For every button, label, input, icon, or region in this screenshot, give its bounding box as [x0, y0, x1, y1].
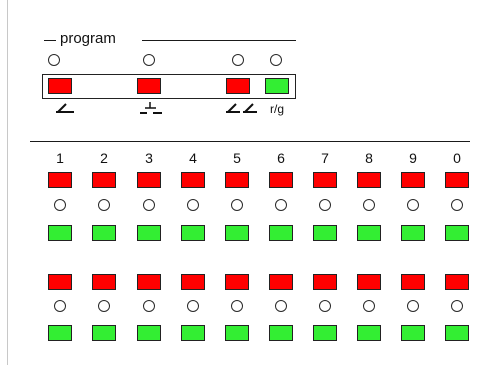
bank2-red-button-0[interactable] [445, 274, 469, 290]
bank1-led-4 [187, 199, 199, 211]
bank1-led-2 [98, 199, 110, 211]
bank2-red-button-7[interactable] [313, 274, 337, 290]
bank1-red-button-3[interactable] [137, 172, 161, 188]
program-group-line-left [44, 40, 56, 41]
bank2-green-button-6[interactable] [269, 325, 293, 341]
bank2-red-button-9[interactable] [401, 274, 425, 290]
bank1-green-button-6[interactable] [269, 225, 293, 241]
bank1-red-button-7[interactable] [313, 172, 337, 188]
bank1-led-7 [319, 199, 331, 211]
program-led-2 [143, 54, 155, 66]
column-number-4: 4 [189, 150, 197, 166]
bank2-led-2 [98, 300, 110, 312]
program-button-double-turnout[interactable] [226, 78, 250, 94]
bank1-green-button-3[interactable] [137, 225, 161, 241]
left-border [7, 0, 8, 365]
bank1-red-button-9[interactable] [401, 172, 425, 188]
crossing-icon [140, 102, 162, 114]
bank1-green-button-0[interactable] [445, 225, 469, 241]
column-number-1: 1 [56, 150, 64, 166]
bank2-led-3 [143, 300, 155, 312]
bank1-green-button-5[interactable] [225, 225, 249, 241]
bank2-green-button-8[interactable] [357, 325, 381, 341]
double-turnout-icon [226, 103, 257, 113]
bank1-led-3 [143, 199, 155, 211]
bank1-green-button-9[interactable] [401, 225, 425, 241]
bank2-red-button-2[interactable] [92, 274, 116, 290]
column-number-3: 3 [145, 150, 153, 166]
bank2-red-button-1[interactable] [48, 274, 72, 290]
bank1-red-button-6[interactable] [269, 172, 293, 188]
bank1-led-5 [231, 199, 243, 211]
bank1-red-button-8[interactable] [357, 172, 381, 188]
bank2-green-button-2[interactable] [92, 325, 116, 341]
bank2-led-5 [231, 300, 243, 312]
program-led-1 [48, 54, 60, 66]
bank1-led-0 [451, 199, 463, 211]
bank2-green-button-9[interactable] [401, 325, 425, 341]
bank2-green-button-5[interactable] [225, 325, 249, 341]
bank2-led-7 [319, 300, 331, 312]
bank2-led-8 [363, 300, 375, 312]
program-button-frame [42, 74, 296, 99]
bank1-green-button-7[interactable] [313, 225, 337, 241]
bank1-red-button-5[interactable] [225, 172, 249, 188]
bank2-green-button-0[interactable] [445, 325, 469, 341]
bank2-green-button-7[interactable] [313, 325, 337, 341]
bank1-led-1 [54, 199, 66, 211]
bank1-red-button-4[interactable] [181, 172, 205, 188]
bank1-red-button-1[interactable] [48, 172, 72, 188]
bank2-led-6 [275, 300, 287, 312]
bank1-red-button-0[interactable] [445, 172, 469, 188]
bank2-led-9 [407, 300, 419, 312]
column-number-5: 5 [233, 150, 241, 166]
bank1-red-button-2[interactable] [92, 172, 116, 188]
bank2-led-0 [451, 300, 463, 312]
bank1-green-button-2[interactable] [92, 225, 116, 241]
program-led-3 [232, 54, 244, 66]
column-number-9: 9 [409, 150, 417, 166]
bank2-green-button-1[interactable] [48, 325, 72, 341]
bank2-led-1 [54, 300, 66, 312]
bank2-red-button-3[interactable] [137, 274, 161, 290]
program-led-4 [270, 54, 282, 66]
bank1-green-button-1[interactable] [48, 225, 72, 241]
column-number-8: 8 [365, 150, 373, 166]
program-button-rg[interactable] [265, 78, 289, 94]
bank1-led-8 [363, 199, 375, 211]
column-number-2: 2 [100, 150, 108, 166]
bank1-green-button-4[interactable] [181, 225, 205, 241]
single-turnout-icon [56, 103, 74, 113]
column-number-7: 7 [321, 150, 329, 166]
column-number-0: 0 [453, 150, 461, 166]
bank1-led-6 [275, 199, 287, 211]
bank2-red-button-8[interactable] [357, 274, 381, 290]
column-number-6: 6 [277, 150, 285, 166]
rg-label: r/g [270, 102, 285, 116]
bank2-red-button-4[interactable] [181, 274, 205, 290]
bank2-green-button-4[interactable] [181, 325, 205, 341]
bank1-green-button-8[interactable] [357, 225, 381, 241]
program-button-single-turnout[interactable] [48, 78, 72, 94]
bank2-red-button-6[interactable] [269, 274, 293, 290]
bank1-led-9 [407, 199, 419, 211]
bank2-red-button-5[interactable] [225, 274, 249, 290]
bank2-led-4 [187, 300, 199, 312]
section-divider [30, 141, 470, 142]
program-button-crossing[interactable] [137, 78, 161, 94]
program-label: program [60, 30, 116, 47]
bank2-green-button-3[interactable] [137, 325, 161, 341]
program-group-line-right [142, 40, 296, 41]
